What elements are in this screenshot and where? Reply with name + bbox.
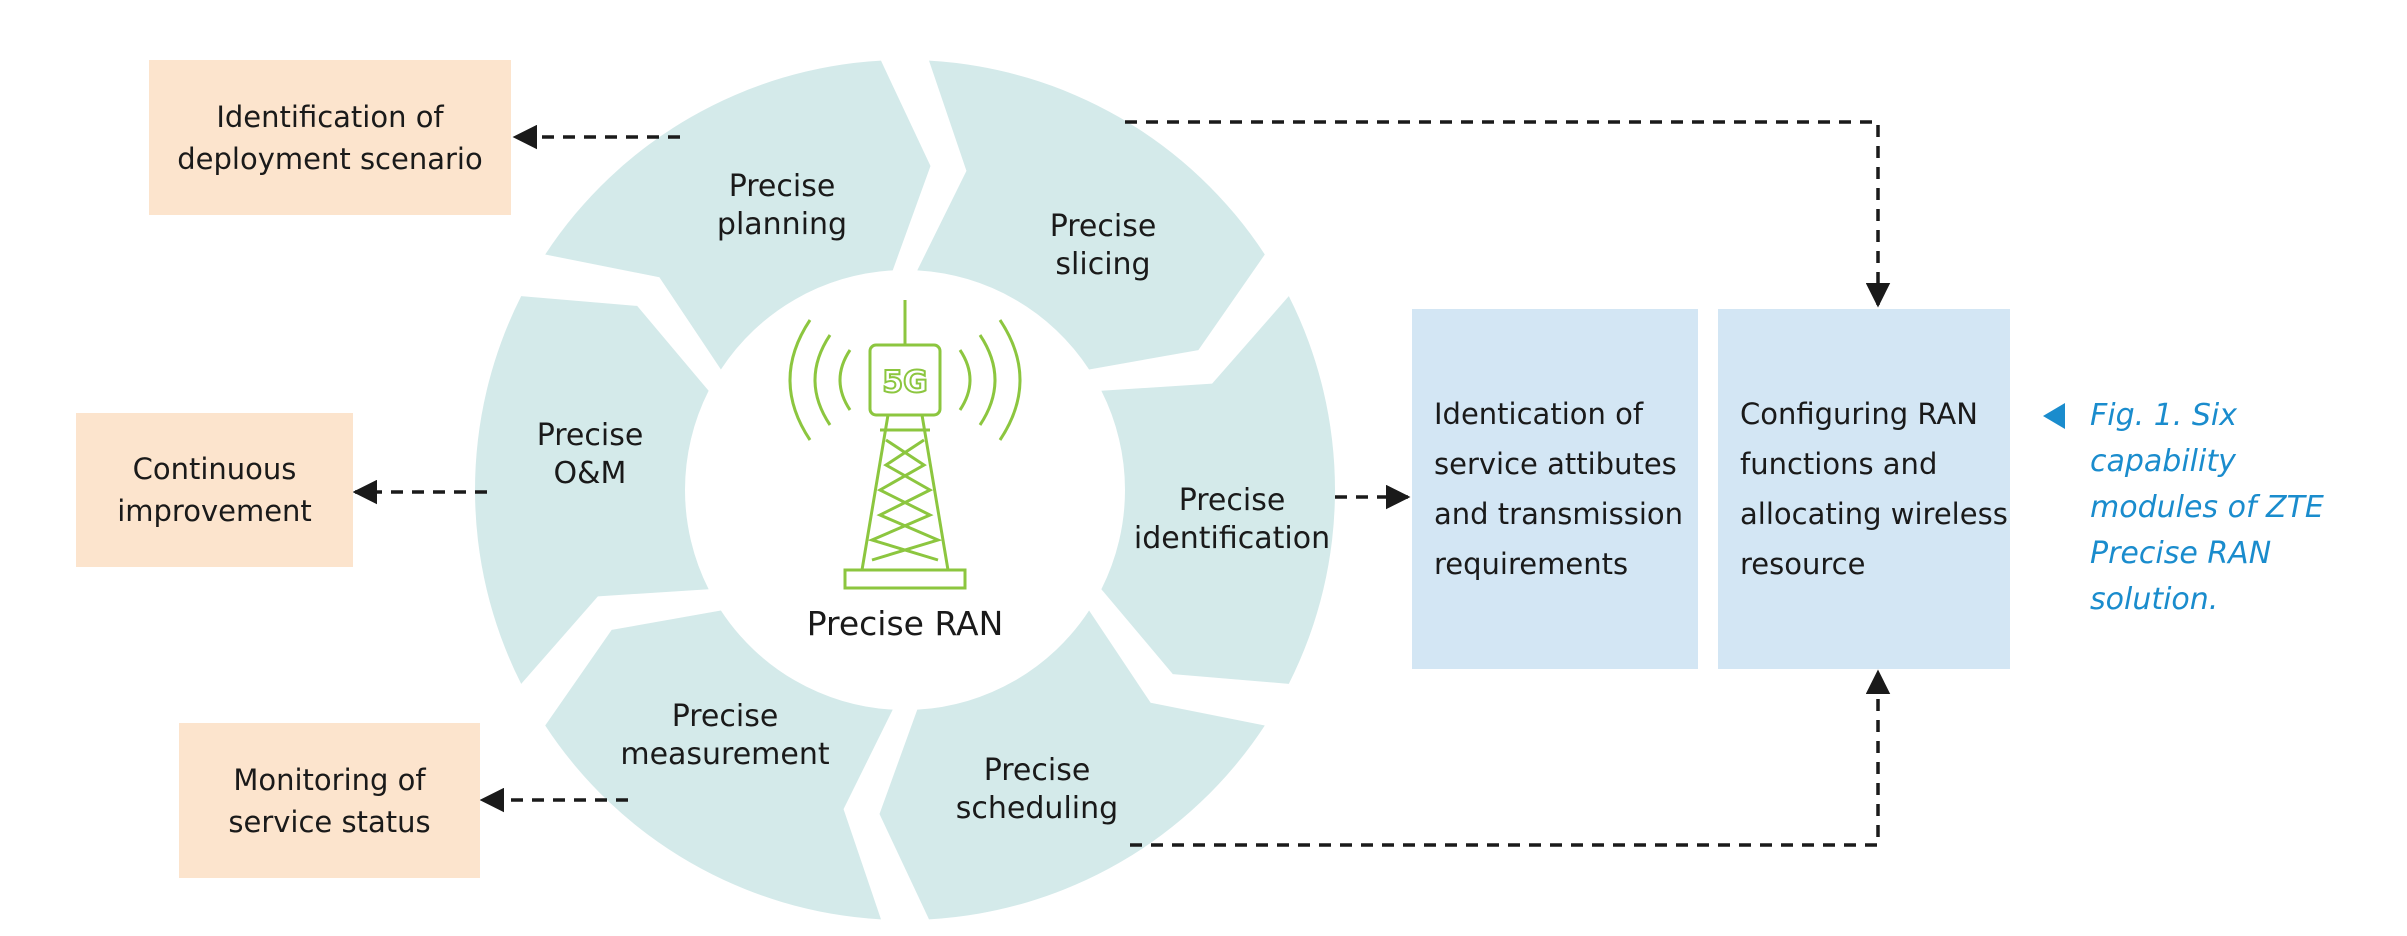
figure-caption: Fig. 1. Six capability modules of ZTE Pr… xyxy=(2090,393,2390,623)
service-status-box: Monitoring of service status xyxy=(179,723,480,878)
service-attributes-label: Identication of service attibutes and tr… xyxy=(1434,397,1684,581)
deployment-scenario-label: Identification of deployment scenario xyxy=(177,99,483,176)
segment-om xyxy=(475,296,709,684)
deployment-scenario-box: Identification of deployment scenario xyxy=(149,60,511,215)
segment-measurement xyxy=(545,610,893,920)
cell-tower-icon xyxy=(788,300,1022,590)
arrow-scheduling-to-configuring xyxy=(1130,669,1891,847)
service-status-label: Monitoring of service status xyxy=(228,762,431,839)
segment-identification xyxy=(1101,296,1335,684)
configuring-ran-box: Configuring RAN functions and allocating… xyxy=(1718,309,2010,669)
service-attributes-box: Identication of service attibutes and tr… xyxy=(1412,309,1698,669)
connector-arrows xyxy=(352,120,1891,847)
continuous-improvement-label: Continuous improvement xyxy=(117,452,312,528)
segment-slicing xyxy=(917,60,1265,370)
continuous-improvement-box: Continuous improvement xyxy=(76,413,353,567)
figure-caption-text: Fig. 1. Six capability modules of ZTE Pr… xyxy=(2090,398,2324,617)
segment-scheduling xyxy=(879,610,1265,920)
caption-pointer-icon xyxy=(2043,403,2065,429)
hub-label: Precise RAN xyxy=(807,604,1004,643)
5g-badge: 5G xyxy=(882,365,928,400)
configuring-ran-label: Configuring RAN functions and allocating… xyxy=(1740,397,2008,581)
segment-planning xyxy=(545,60,931,370)
hub: 5G Precise RAN xyxy=(788,300,1022,643)
